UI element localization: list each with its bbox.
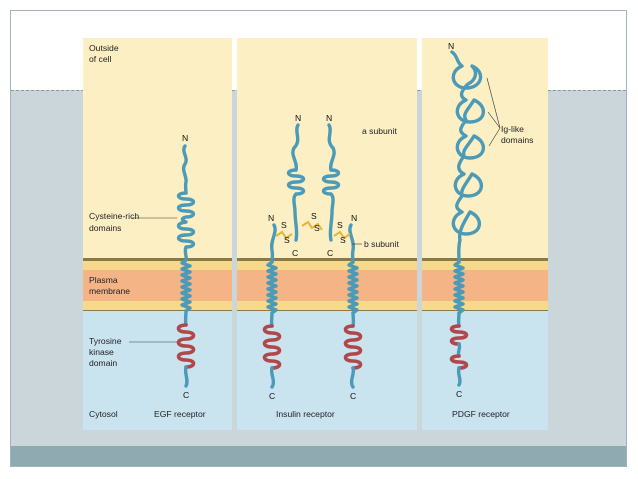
slide-footer-bar [11, 446, 626, 466]
insulin-alpha-left-coil [286, 168, 306, 242]
insulin-c-left: C [269, 391, 275, 401]
pdgf-c-terminal: C [456, 389, 462, 399]
insulin-alpha-c-left: C [292, 248, 298, 258]
egf-panel-background [83, 38, 232, 430]
insulin-c-right: C [350, 391, 356, 401]
egf-caption: EGF receptor [154, 409, 206, 419]
egf-transmembrane-helix [180, 258, 192, 313]
membrane-edge-top [237, 258, 417, 261]
egf-c-tail [183, 365, 189, 388]
kinase-label-line2: kinase [89, 347, 114, 357]
extracellular-zone [237, 38, 417, 258]
cytosol-zone [83, 311, 232, 430]
insulin-beta-left-tail [269, 366, 276, 389]
egf-extracellular-chain [181, 144, 188, 195]
membrane-inner-leaflet [237, 301, 417, 310]
ig-label-line1: Ig-like [501, 124, 524, 134]
egf-kinase-domain [176, 323, 196, 369]
insulin-alpha-right-chain [327, 123, 336, 172]
membrane-inner-leaflet [422, 301, 548, 310]
insulin-alpha-right-coil [321, 168, 341, 242]
disulfide-s-4: S [314, 223, 320, 233]
membrane-label-line1: Plasma [89, 275, 118, 285]
membrane-edge-bottom [237, 310, 417, 311]
alpha-subunit-label: a subunit [362, 126, 397, 136]
cysteine-label-line1: Cysteine-rich [89, 211, 139, 221]
pdgf-caption: PDGF receptor [452, 409, 510, 419]
disulfide-bond-right [333, 230, 351, 240]
membrane-label-line2: membrane [89, 286, 130, 296]
cysteine-label-line2: domains [89, 223, 121, 233]
insulin-beta-left-kinase [262, 324, 282, 370]
pdgf-receptor [449, 50, 485, 387]
membrane-core [83, 270, 232, 301]
ig-leader-3 [488, 127, 501, 147]
membrane-core [237, 270, 417, 301]
insulin-receptor [262, 123, 363, 389]
insulin-beta-n-right: N [351, 213, 357, 223]
extracellular-zone [83, 38, 232, 258]
insulin-beta-left-tm [266, 260, 278, 315]
membrane-inner-leaflet [83, 301, 232, 310]
membrane-edge-bottom [422, 310, 548, 311]
insulin-alpha-left-chain [291, 123, 300, 172]
pdgf-transmembrane-helix [453, 260, 465, 315]
membrane-edge-top [83, 258, 232, 261]
egf-cysteine-rich-domains [176, 191, 196, 262]
beta-subunit-label: b subunit [364, 239, 399, 249]
ig-label-line2: domains [501, 135, 533, 145]
insulin-n-right: N [326, 113, 332, 123]
insulin-panel-background [237, 38, 417, 430]
egf-c-terminal: C [183, 390, 189, 400]
pdgf-panel-background [422, 38, 548, 430]
leader-lines [129, 77, 501, 343]
membrane-outer-leaflet [422, 261, 548, 270]
kinase-label-line1: Tyrosine [89, 336, 122, 346]
insulin-alpha-c-right: C [327, 248, 333, 258]
disulfide-bond-center [301, 220, 323, 231]
kinase-label-line3: domain [89, 358, 117, 368]
insulin-caption: Insulin receptor [276, 409, 335, 419]
disulfide-s-3: S [311, 211, 317, 221]
insulin-beta-right-kinase [343, 324, 363, 370]
egf-n-terminal: N [182, 133, 188, 143]
membrane-edge-top [422, 258, 548, 261]
disulfide-s-1: S [281, 220, 287, 230]
ig-leader-2 [487, 111, 501, 129]
pdgf-kinase-domain-2 [449, 354, 469, 370]
disulfide-s-5: S [337, 220, 343, 230]
cytosol-label: Cytosol [89, 409, 118, 419]
insulin-beta-left-chain [269, 223, 277, 264]
pdgf-c-tail [456, 366, 462, 387]
disulfide-s-6: S [340, 235, 346, 245]
disulfide-bond-left [275, 230, 293, 240]
insulin-beta-right-chain [348, 223, 356, 264]
disulfide-s-2: S [284, 235, 290, 245]
ig-leader-1 [486, 77, 501, 129]
insulin-beta-right-tm [347, 260, 359, 315]
insulin-beta-n-left: N [268, 213, 274, 223]
pdgf-kinase-domain-1 [449, 324, 469, 346]
outside-label-line2: of cell [89, 54, 112, 64]
membrane-edge-bottom [83, 310, 232, 311]
membrane-core [422, 270, 548, 301]
membrane-outer-leaflet [237, 261, 417, 270]
insulin-n-left: N [295, 113, 301, 123]
egf-receptor [176, 144, 196, 388]
pdgf-ig-like-domains [450, 50, 485, 264]
cytosol-zone [422, 311, 548, 430]
membrane-outer-leaflet [83, 261, 232, 270]
insulin-beta-right-tail [349, 366, 356, 389]
pdgf-n-terminal: N [448, 41, 454, 51]
outside-label-line1: Outside [89, 43, 119, 53]
